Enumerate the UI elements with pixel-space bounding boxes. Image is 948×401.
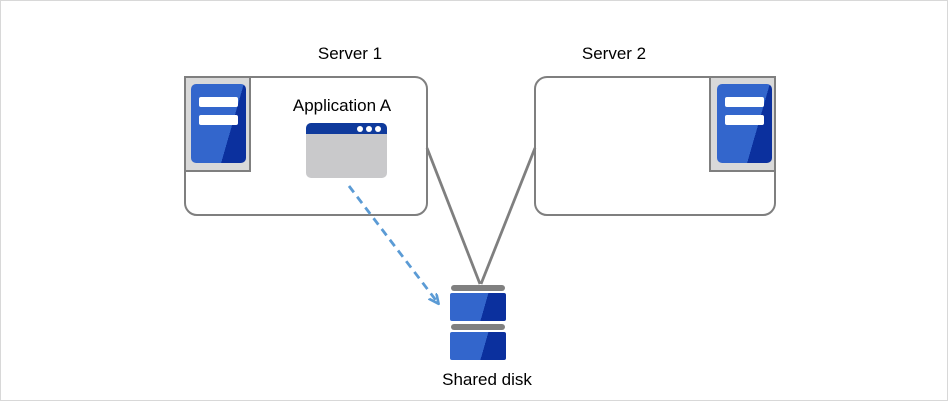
window-dot-icon [366,125,372,132]
stacked-disk-icon [450,293,506,321]
server1-icon-frame [184,76,251,172]
tower-slot-bar [725,97,764,107]
connector-server2-disk [479,147,537,285]
server-tower-icon [717,84,772,163]
server2-label: Server 2 [581,44,647,63]
disk-top-bar [451,285,505,291]
connector-server1-disk [425,147,482,285]
application-window-icon [306,123,387,178]
window-titlebar [306,123,387,134]
window-dot-icon [375,125,381,132]
tower-slot-bar [199,97,238,107]
server-tower-icon [191,84,246,163]
shared-disk-label: Shared disk [442,370,532,389]
tower-slot-bar [199,115,238,125]
server1-label: Server 1 [317,44,383,63]
window-dot-icon [357,125,363,132]
application-label: Application A [292,96,392,115]
tower-slot-bar [725,115,764,125]
stacked-disk-icon [450,332,506,360]
server2-icon-frame [709,76,776,172]
disk-top-bar [451,324,505,330]
